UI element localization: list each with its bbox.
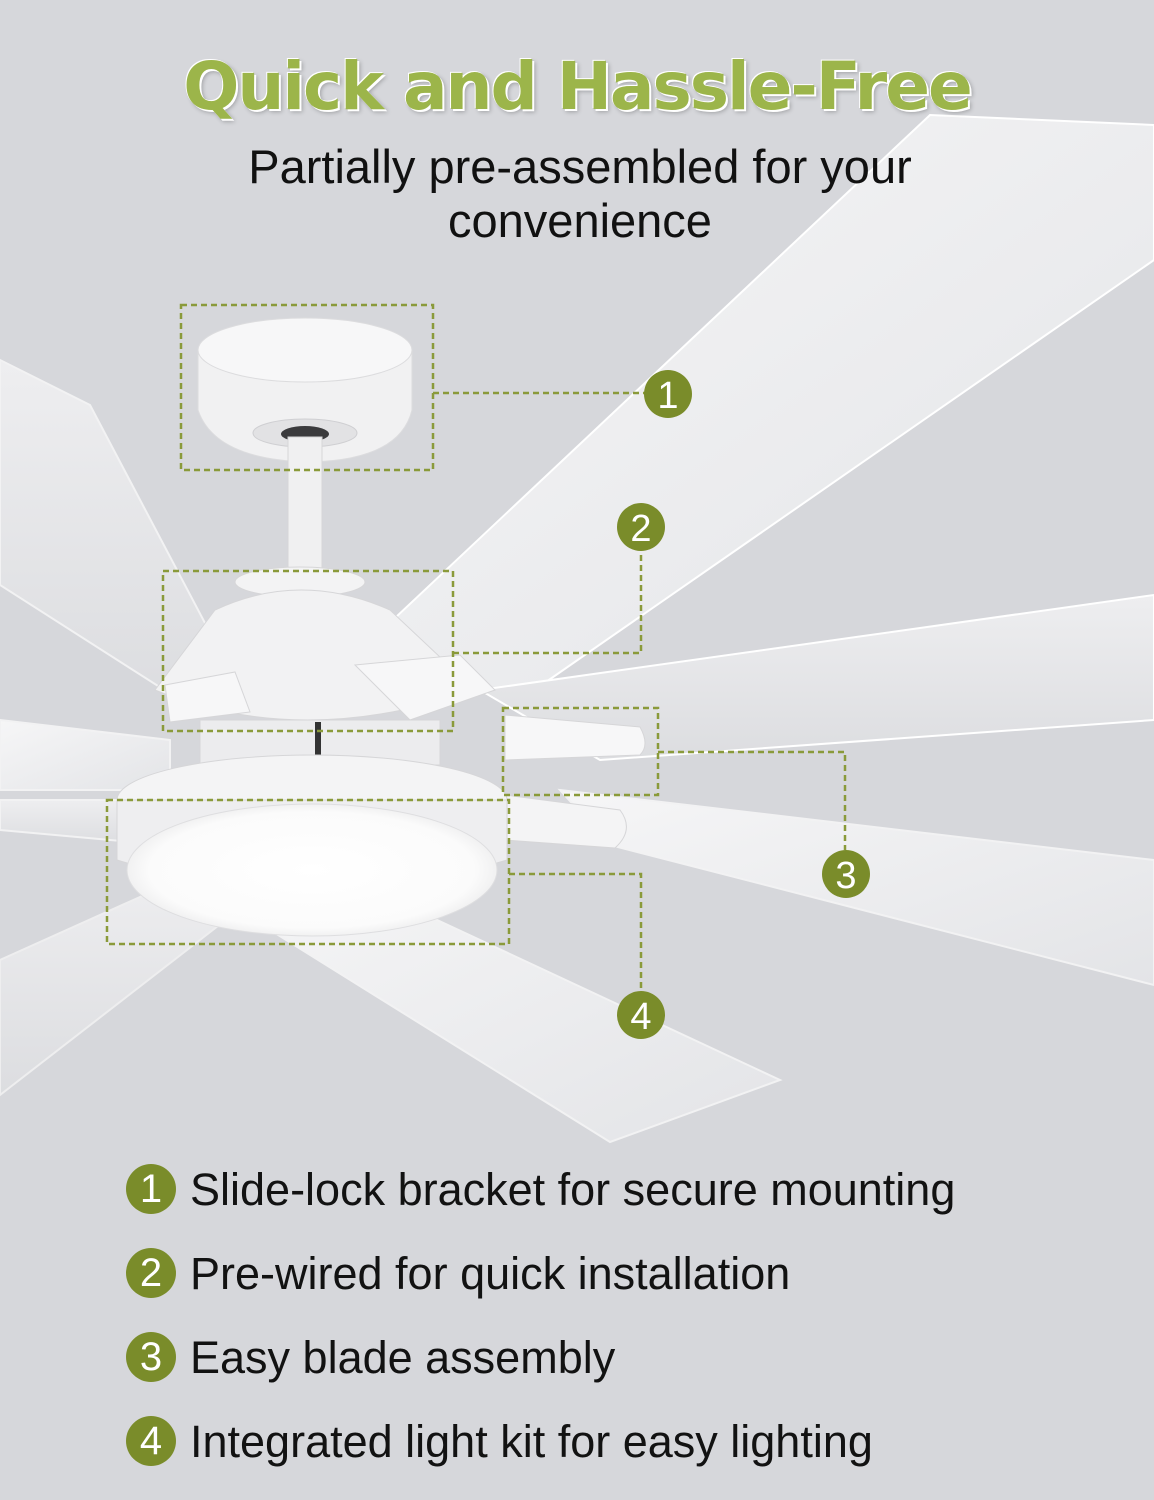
light-kit — [116, 754, 508, 937]
feature-number-badge: 2 — [126, 1248, 176, 1298]
feature-number-badge: 4 — [126, 1416, 176, 1466]
fan-blades — [0, 113, 1154, 1144]
callout-box-1 — [179, 303, 435, 472]
feature-text: Pre-wired for quick installation — [190, 1248, 791, 1299]
motor-housing — [154, 566, 646, 849]
callout-badge-2: 2 — [617, 503, 665, 551]
feature-item-2: 2 Pre-wired for quick installation — [126, 1246, 1066, 1330]
callout-badge-3-label: 3 — [835, 855, 856, 897]
callout-badge-2-label: 2 — [630, 508, 651, 550]
feature-text: Easy blade assembly — [190, 1332, 616, 1383]
feature-number-badge: 3 — [126, 1332, 176, 1382]
callout-box-2 — [161, 569, 455, 733]
feature-item-1: 1 Slide-lock bracket for secure mounting — [126, 1162, 1066, 1246]
feature-item-4: 4 Integrated light kit for easy lighting — [126, 1414, 1066, 1498]
feature-text: Integrated light kit for easy lighting — [190, 1416, 873, 1467]
callout-line-2 — [453, 550, 643, 655]
callout-badge-1-label: 1 — [657, 375, 678, 417]
callout-badge-4-label: 4 — [630, 996, 651, 1038]
callout-box-3 — [501, 706, 660, 797]
callout-line-3 — [658, 750, 847, 850]
downrod — [287, 436, 323, 578]
callout-line-4 — [509, 872, 643, 993]
callout-badge-3: 3 — [822, 850, 870, 898]
feature-list: 1 Slide-lock bracket for secure mounting… — [126, 1162, 1066, 1498]
feature-item-3: 3 Easy blade assembly — [126, 1330, 1066, 1414]
feature-text: Slide-lock bracket for secure mounting — [190, 1164, 956, 1215]
callout-box-4 — [105, 798, 511, 946]
feature-number-badge: 1 — [126, 1164, 176, 1214]
canopy — [197, 317, 413, 463]
page-title: Quick and Hassle-Free — [183, 48, 973, 125]
page-subtitle: Partially pre-assembled for your conveni… — [248, 140, 912, 247]
callout-badge-4: 4 — [617, 991, 665, 1039]
callout-badge-1: 1 — [644, 370, 692, 418]
